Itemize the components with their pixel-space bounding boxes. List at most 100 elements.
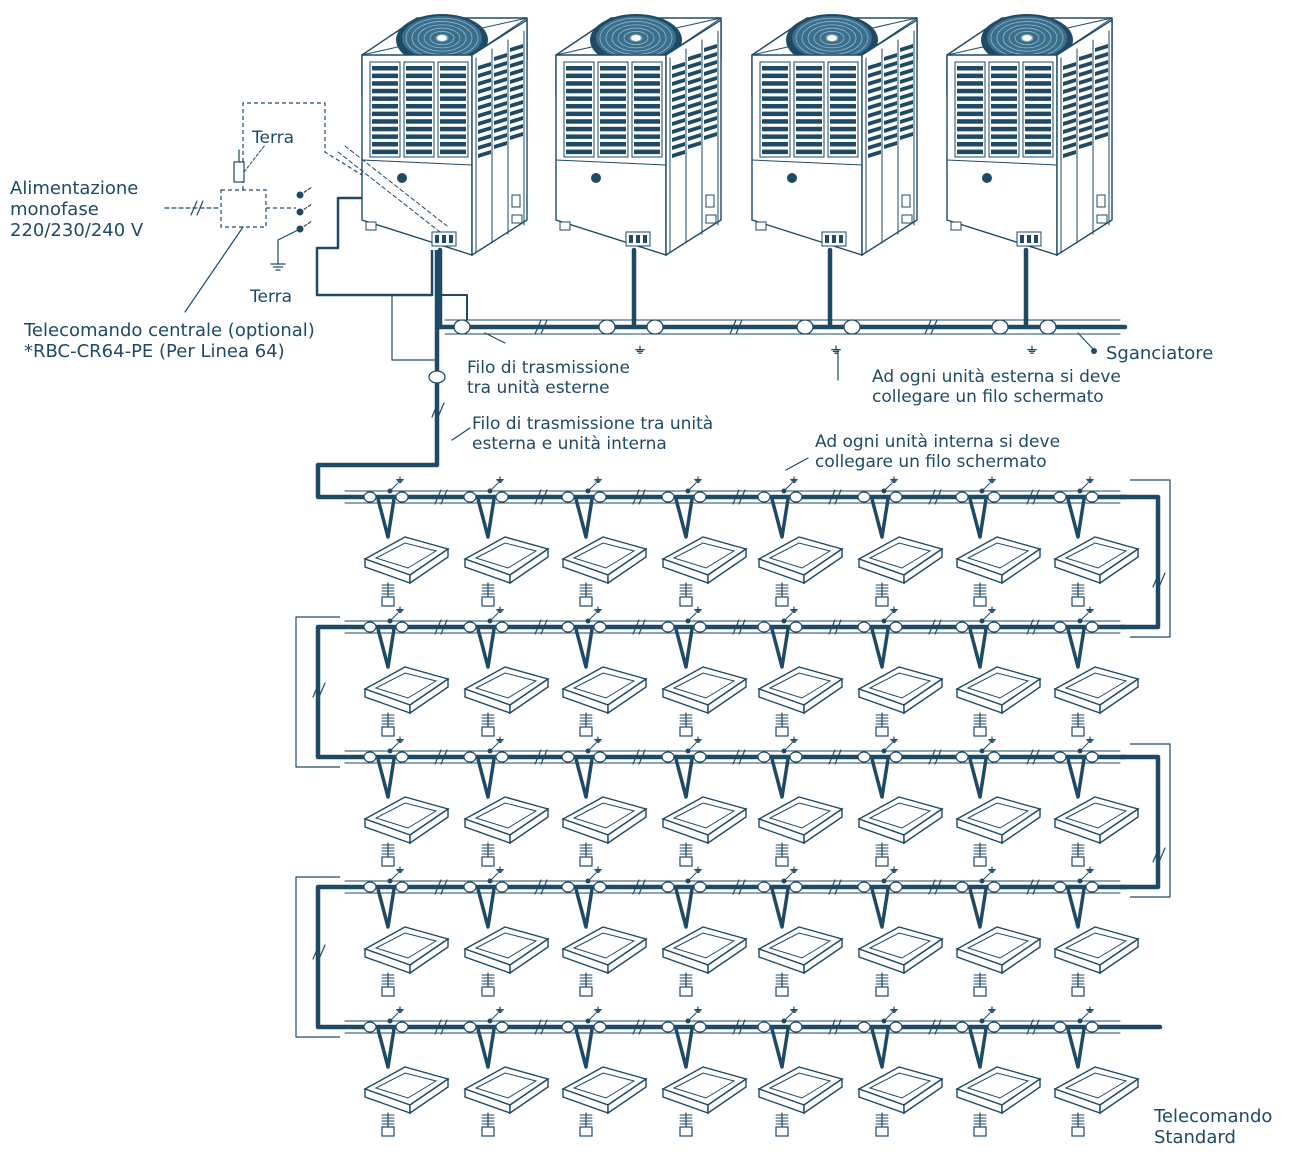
shield-sleeve-icon: [495, 491, 509, 503]
remote-controller-icon: [973, 986, 987, 997]
shield-sleeve-icon: [889, 751, 903, 763]
louver-slat: [634, 126, 660, 132]
louver-slat: [1079, 141, 1092, 149]
outdoor-unit-icon: [751, 14, 918, 257]
shield-sleeve-icon: [757, 621, 771, 633]
shield-sleeve-icon: [889, 1021, 903, 1033]
louver-slat: [830, 96, 856, 101]
louver-slat: [672, 110, 685, 118]
remote-controller-icon: [1071, 596, 1085, 607]
louver-slat: [672, 86, 685, 94]
louver-slat: [478, 126, 491, 134]
shield-sleeve-icon: [796, 319, 814, 335]
cut-mark-icon: [1026, 1019, 1040, 1035]
panel-seam: [361, 159, 473, 166]
louver-slat: [884, 53, 897, 61]
fan-ring: [629, 34, 643, 42]
louver-slat: [1079, 77, 1092, 85]
indoor-shield-label: Ad ogni unità interna si deve collegare …: [815, 432, 1060, 472]
shield-sleeve-icon: [561, 881, 575, 893]
standard-remote-label: Telecomando Standard: [1154, 1106, 1272, 1148]
row-link-wire: [315, 884, 345, 1030]
cut-mark-stroke: [540, 319, 548, 335]
cassette-grille: [768, 542, 832, 569]
fan-ring: [1014, 31, 1040, 45]
ground-icon: [790, 736, 798, 744]
louver-slat: [830, 119, 856, 124]
indoor-cassette-icon: [463, 866, 550, 997]
shield-sleeve-icon: [693, 881, 707, 893]
cassette-side: [903, 1077, 943, 1115]
cassette-grille: [672, 542, 736, 569]
louver-slat: [830, 111, 856, 117]
remote-controller-icon: [875, 596, 889, 607]
indoor-feed-wire: [315, 250, 440, 500]
shield-sleeve-icon: [661, 621, 675, 633]
shield-sleeve-icon: [661, 751, 675, 763]
louver-slat: [884, 69, 897, 77]
cut-mark-stroke: [534, 879, 542, 895]
nameplate: [705, 194, 715, 208]
cut-mark-stroke: [632, 879, 640, 895]
cut-mark-stroke: [934, 749, 942, 765]
shield-sleeve-icon: [495, 1021, 509, 1033]
louver-slat: [957, 96, 983, 101]
louver-slat: [884, 85, 897, 93]
cassette-side: [509, 807, 549, 845]
cassette-grille: [474, 1072, 538, 1099]
cut-mark-stroke: [534, 749, 542, 765]
indoor-drop-wire: [968, 888, 988, 929]
cassette-side: [1099, 547, 1139, 585]
terra-leader: [243, 144, 266, 173]
louver-slat: [868, 110, 881, 118]
ground-icon: [1086, 476, 1094, 484]
shield-sleeve-icon: [991, 319, 1009, 335]
louver-slat: [566, 126, 592, 132]
louver-slat: [796, 104, 822, 109]
ground-icon: [594, 606, 602, 614]
remote-controller-icon: [579, 596, 593, 607]
ground-icon: [635, 345, 645, 354]
louver-slat: [494, 125, 507, 133]
ground-link-wire: [391, 295, 437, 361]
cassette-side: [509, 547, 549, 585]
louver-slat: [566, 119, 592, 124]
louver-slat: [1095, 52, 1108, 60]
cassette-side: [509, 677, 549, 715]
louver-slat: [704, 92, 717, 100]
louver-slat: [957, 134, 983, 139]
cassette-side: [707, 1077, 747, 1115]
louver-slat: [830, 73, 856, 79]
cassette-side: [707, 807, 747, 845]
louver-slat: [1063, 62, 1076, 70]
louver-slat: [600, 149, 626, 155]
shield-ground-lead: [687, 1012, 697, 1022]
louver-slat: [1063, 150, 1076, 158]
louver-slat: [1025, 73, 1051, 79]
louver-slat: [704, 100, 717, 108]
shield-ground-lead: [587, 612, 597, 622]
louver-slat: [762, 104, 788, 109]
shield-sleeve-icon: [757, 751, 771, 763]
indoor-drop-wire: [376, 1028, 396, 1069]
louver-slat: [762, 111, 788, 117]
terra-label-top: Terra: [252, 128, 295, 148]
indoor-drop-wire: [376, 888, 396, 929]
indoor-drop-wire: [870, 628, 890, 669]
louver-slat: [900, 68, 913, 76]
shield-sleeve-icon: [789, 621, 803, 633]
shield-sleeve-icon: [857, 881, 871, 893]
cassette-grille: [768, 932, 832, 959]
louver-slat: [634, 111, 660, 117]
ground-icon: [694, 476, 702, 484]
cut-mark-stroke: [732, 879, 740, 895]
louver-slat: [688, 61, 701, 69]
remote-control-wire: [337, 151, 441, 233]
louver-slat: [957, 66, 983, 71]
nameplate: [901, 194, 911, 208]
louver-slat: [1025, 88, 1051, 94]
shield-ground-lead: [981, 482, 991, 492]
louver-slat: [478, 118, 491, 126]
cut-mark-stroke: [440, 879, 448, 895]
indoor-drop-wire: [870, 758, 890, 799]
